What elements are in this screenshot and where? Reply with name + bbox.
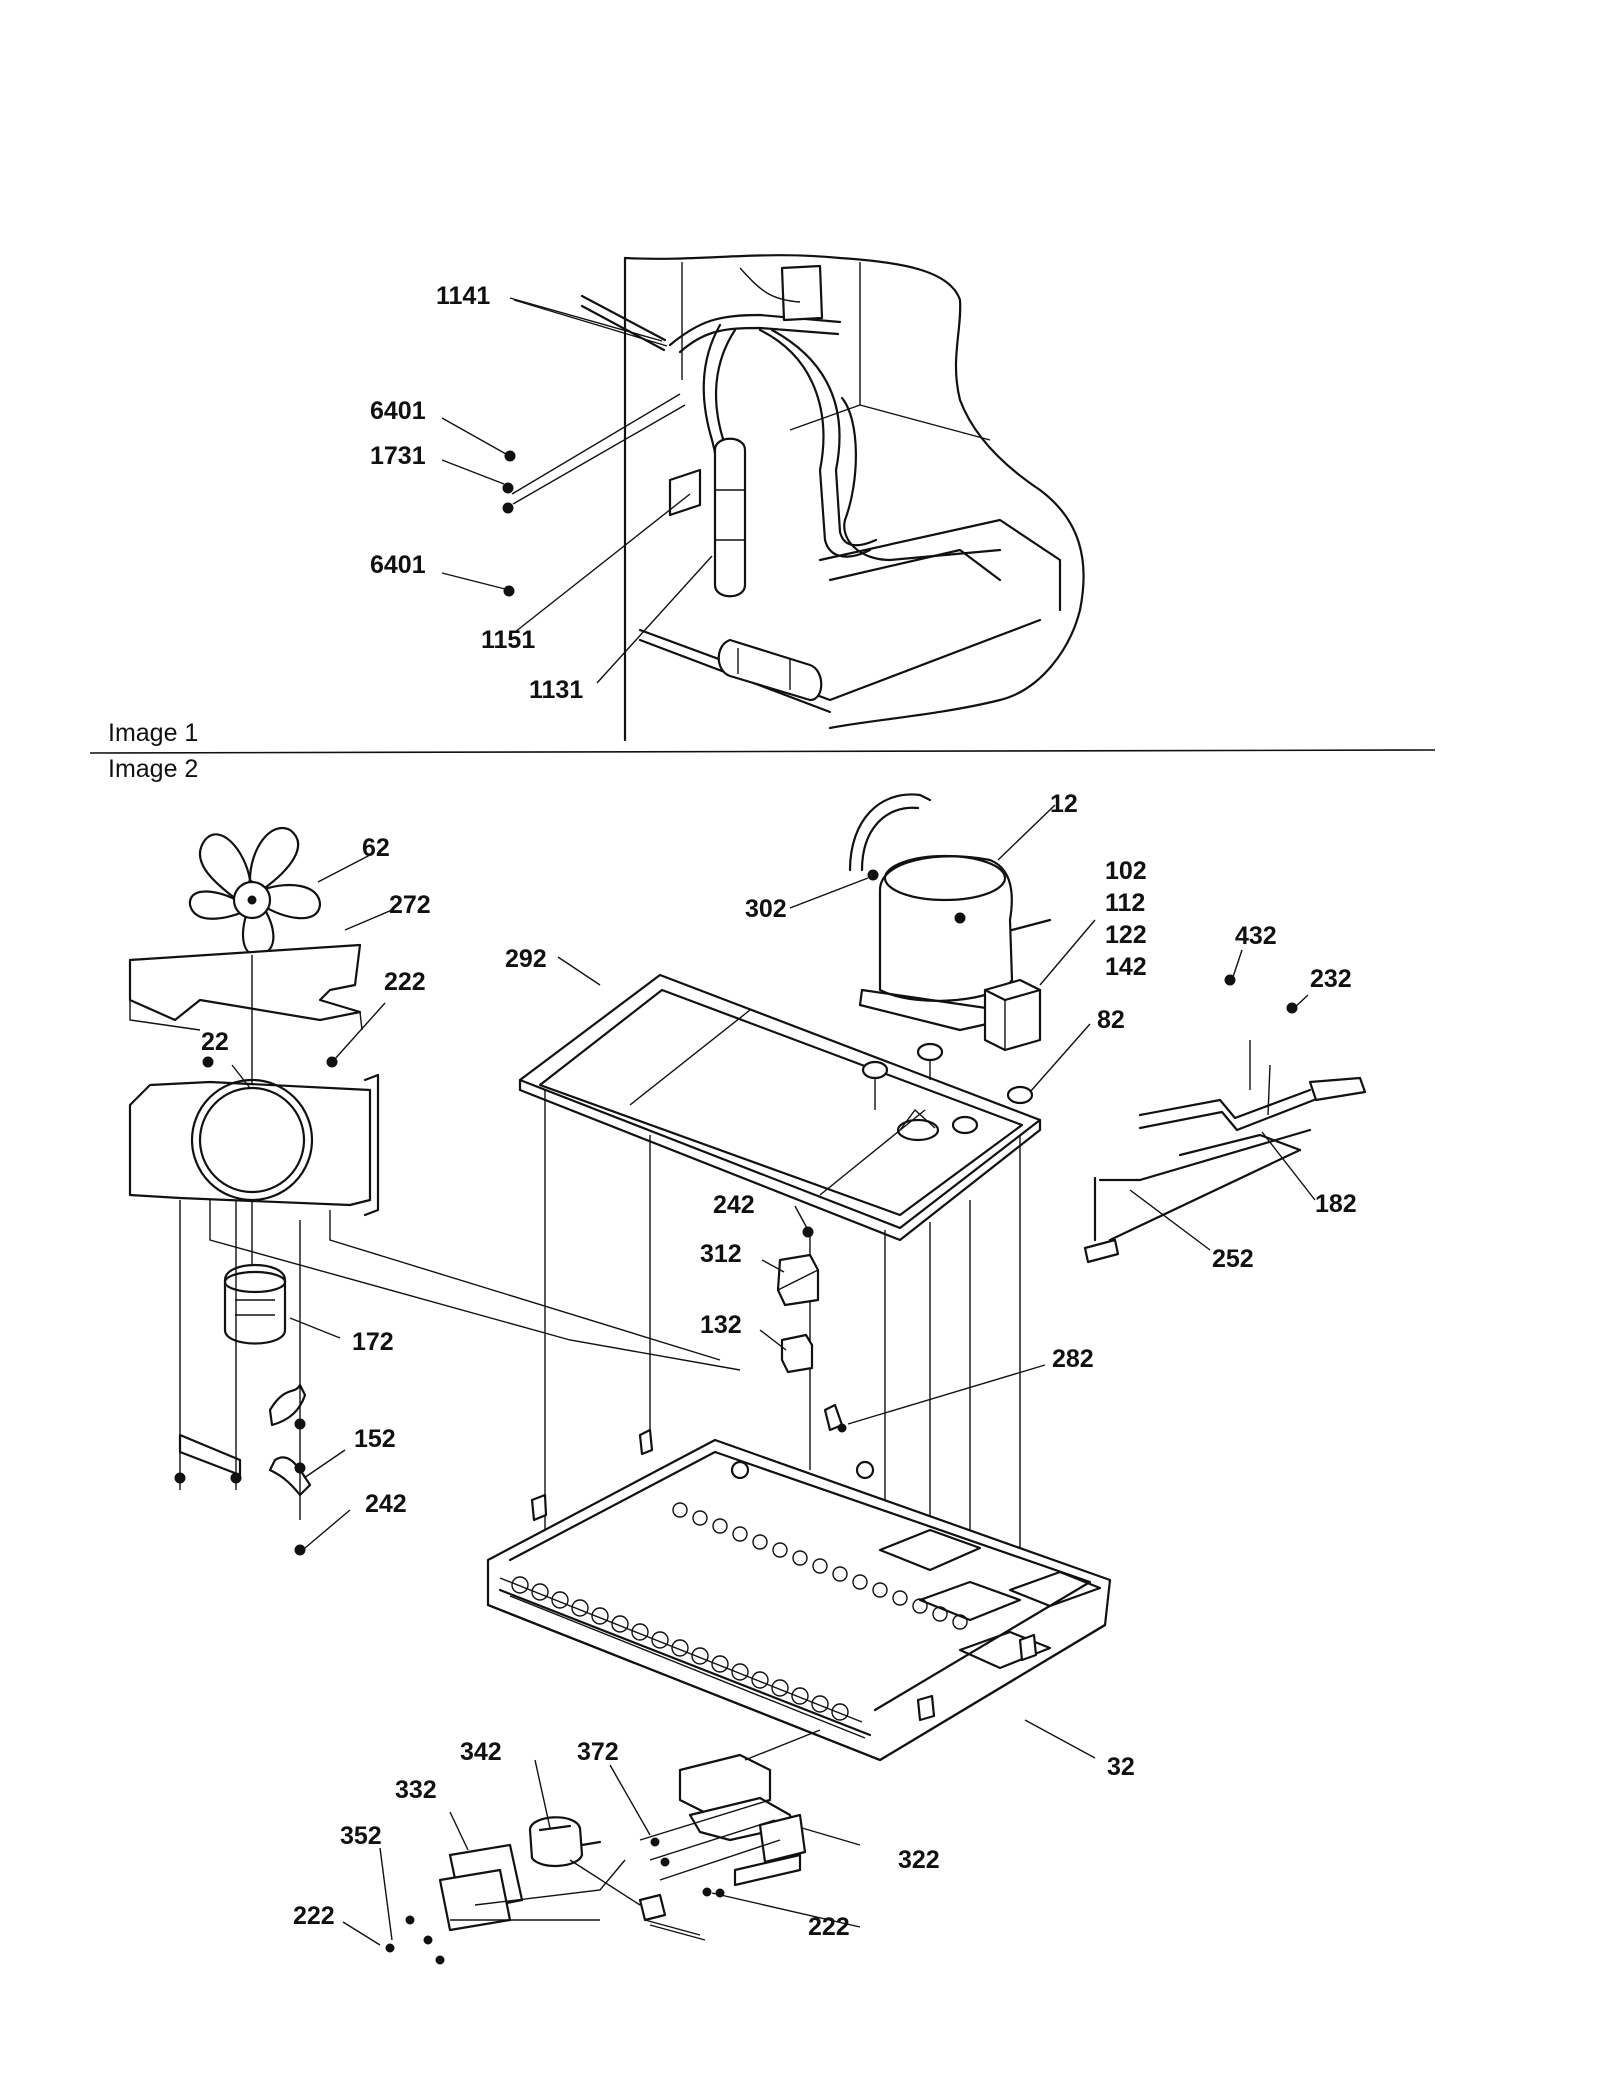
label-252: 252 xyxy=(1212,1245,1254,1273)
section-divider xyxy=(89,749,1436,754)
label-12: 12 xyxy=(1050,790,1078,818)
label-1131: 1131 xyxy=(529,676,583,704)
grommets xyxy=(861,1042,1034,1135)
section-label-image-2: Image 2 xyxy=(108,755,198,783)
label-22: 22 xyxy=(201,1028,229,1056)
label-152: 152 xyxy=(354,1425,396,1453)
base-pan xyxy=(486,1428,1112,1762)
label-222-a: 222 xyxy=(384,968,426,996)
label-322: 322 xyxy=(898,1846,940,1874)
label-1731: 1731 xyxy=(370,442,426,470)
label-242-b: 242 xyxy=(713,1191,755,1219)
wiring-harness xyxy=(1083,974,1367,1264)
leader-lines xyxy=(231,804,1316,1946)
timer-assembly xyxy=(385,1729,821,1965)
image2-labels: 62 272 222 22 172 152 242 292 302 12 102… xyxy=(201,790,1357,1941)
label-6401-b: 6401 xyxy=(370,551,426,579)
label-222-b: 222 xyxy=(293,1902,335,1930)
label-122: 122 xyxy=(1105,921,1147,949)
image1-drawing xyxy=(441,254,1085,742)
label-142: 142 xyxy=(1105,953,1147,981)
label-302: 302 xyxy=(745,895,787,923)
label-372: 372 xyxy=(577,1738,619,1766)
fan-motor xyxy=(223,1263,287,1345)
label-32: 32 xyxy=(1107,1753,1135,1781)
image2-drawing xyxy=(128,793,1367,1965)
label-172: 172 xyxy=(352,1328,394,1356)
label-1151: 1151 xyxy=(481,626,535,654)
label-292: 292 xyxy=(505,945,547,973)
label-272: 272 xyxy=(389,891,431,919)
section-label-image-1: Image 1 xyxy=(108,719,198,747)
label-1141: 1141 xyxy=(436,282,490,310)
label-432: 432 xyxy=(1235,922,1277,950)
label-82: 82 xyxy=(1097,1006,1125,1034)
label-6401-a: 6401 xyxy=(370,397,426,425)
label-132: 132 xyxy=(700,1311,742,1339)
image1-labels: 1141 6401 1731 6401 1151 1131 xyxy=(370,282,583,704)
label-62: 62 xyxy=(362,834,390,862)
compressor xyxy=(848,793,1052,1032)
label-342: 342 xyxy=(460,1738,502,1766)
label-282: 282 xyxy=(1052,1345,1094,1373)
label-232: 232 xyxy=(1310,965,1352,993)
label-332: 332 xyxy=(395,1776,437,1804)
label-352: 352 xyxy=(340,1822,382,1850)
label-112: 112 xyxy=(1105,889,1145,917)
label-182: 182 xyxy=(1315,1190,1357,1218)
label-242-a: 242 xyxy=(365,1490,407,1518)
label-222-c: 222 xyxy=(808,1913,850,1941)
label-102: 102 xyxy=(1105,857,1147,885)
label-312: 312 xyxy=(700,1240,742,1268)
fan-blade xyxy=(188,827,322,957)
